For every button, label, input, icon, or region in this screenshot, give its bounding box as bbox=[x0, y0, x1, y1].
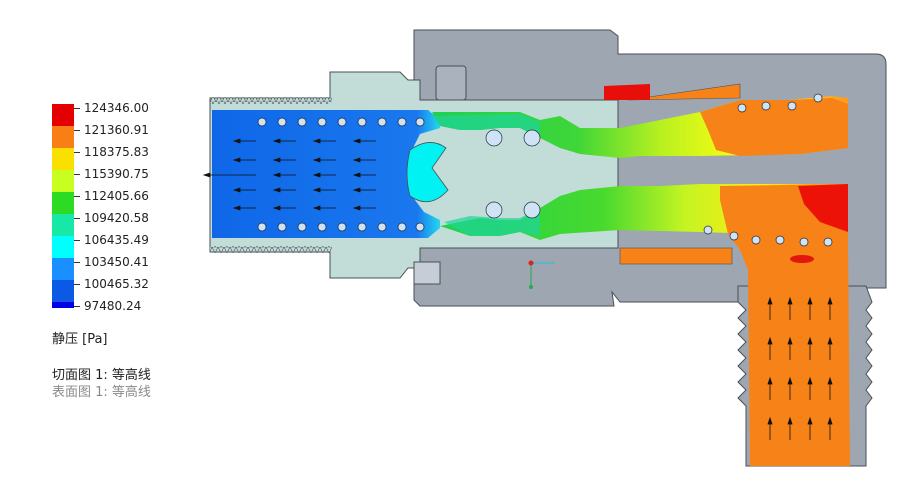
legend-swatch bbox=[52, 280, 74, 302]
legend-label: 121360.91 bbox=[84, 123, 149, 137]
inlet-fluid bbox=[212, 110, 440, 238]
inlet-cone bbox=[406, 142, 449, 203]
legend-swatch bbox=[52, 236, 74, 258]
legend-swatch bbox=[52, 214, 74, 236]
surface-plot-label: 表面图 1: 等高线 bbox=[52, 385, 151, 400]
ball-holes bbox=[257, 93, 833, 247]
legend-label: 115390.75 bbox=[84, 167, 149, 181]
legend-label: 97480.24 bbox=[84, 299, 142, 313]
flow-arrows bbox=[202, 138, 833, 440]
legend-swatch bbox=[52, 258, 74, 280]
legend-swatch bbox=[52, 104, 74, 126]
legend-swatch bbox=[52, 126, 74, 148]
legend-label: 118375.83 bbox=[84, 145, 149, 159]
legend-swatch bbox=[52, 192, 74, 214]
legend-label: 106435.49 bbox=[84, 233, 149, 247]
legend-label: 100465.32 bbox=[84, 277, 149, 291]
legend-label: 109420.58 bbox=[84, 211, 149, 225]
legend-label: 103450.41 bbox=[84, 255, 149, 269]
legend-swatch bbox=[52, 170, 74, 192]
upper-right-fluid bbox=[700, 98, 848, 156]
axis-triad bbox=[528, 260, 555, 289]
legend-swatch bbox=[52, 302, 74, 308]
section-plot-label: 切面图 1: 等高线 bbox=[52, 368, 151, 383]
color-legend: 124346.00 121360.91 118375.83 115390.75 … bbox=[0, 0, 200, 491]
legend-label: 124346.00 bbox=[84, 101, 149, 115]
nut-bottom bbox=[413, 261, 441, 285]
legend-swatch bbox=[52, 148, 74, 170]
unit-label: 静压 [Pa] bbox=[52, 332, 108, 347]
legend-label: 112405.66 bbox=[84, 189, 149, 203]
outlet-fluid bbox=[720, 184, 850, 466]
nut-top bbox=[435, 65, 467, 101]
